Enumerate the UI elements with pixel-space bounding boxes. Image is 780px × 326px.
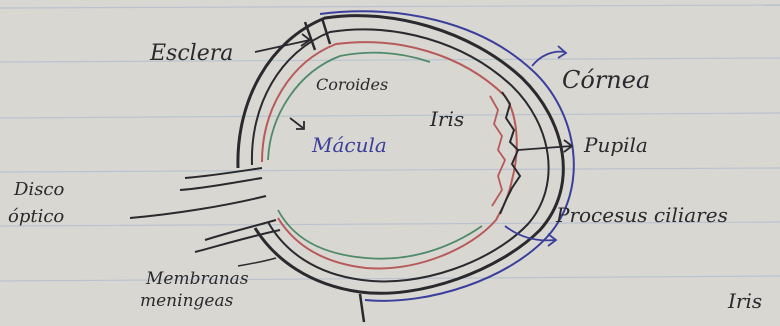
label-iris-fragment: Iris: [727, 289, 762, 313]
sclera-outer: [238, 16, 563, 294]
pointer-arrows: [255, 34, 572, 152]
label-meninges-2: meningeas: [140, 291, 234, 311]
choroid-layer: [262, 42, 517, 268]
label-cornea: Córnea: [562, 66, 650, 94]
sclera-inner: [252, 29, 549, 281]
label-pupila: Pupila: [583, 133, 648, 157]
label-coroides: Coroides: [316, 75, 388, 94]
iris-shape-red: [490, 96, 505, 206]
ruled-lines: [0, 5, 780, 281]
label-esclera: Esclera: [149, 41, 233, 66]
iris-shape: [500, 92, 520, 214]
label-disco-2: óptico: [8, 206, 64, 227]
sclera-bottom-tick: [360, 294, 364, 322]
optic-nerve: [130, 168, 280, 252]
label-disco-1: Disco: [13, 179, 65, 200]
label-procesos-ciliares: Procesus ciliares: [555, 203, 728, 227]
label-macula: Mácula: [311, 133, 387, 157]
label-meninges-1: Membranas: [145, 269, 249, 289]
meninges-line: [238, 258, 276, 266]
label-iris: Iris: [429, 107, 464, 131]
